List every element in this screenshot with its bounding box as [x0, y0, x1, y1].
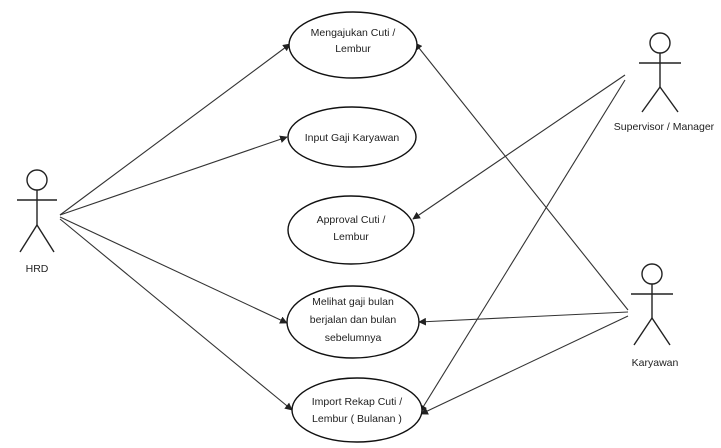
use-case-import-rekap: Import Rekap Cuti / Lembur ( Bulanan )	[291, 377, 423, 443]
use-case-label: Import Rekap Cuti /	[312, 396, 403, 408]
use-case-label: Approval Cuti /	[317, 214, 386, 226]
use-case-label: sebelumnya	[325, 332, 382, 344]
actor-hrd: HRD	[17, 169, 57, 275]
assoc-karyawan-mengajukan	[414, 42, 629, 311]
use-case-label: Lembur	[335, 43, 371, 55]
assoc-karyawan-import	[420, 315, 629, 415]
assoc-hrd-input-gaji	[59, 135, 288, 216]
assoc-supervisor-approval	[412, 74, 626, 220]
actor-supervisor-manager: Supervisor / Manager	[614, 32, 715, 133]
associations	[59, 42, 629, 415]
actor-label: HRD	[26, 263, 49, 275]
use-case-approval-cuti: Approval Cuti / Lembur	[287, 195, 415, 265]
use-case-label: Lembur ( Bulanan )	[312, 413, 402, 425]
assoc-hrd-mengajukan	[59, 43, 291, 216]
stick-figure-icon	[17, 169, 57, 253]
assoc-hrd-melihat-gaji	[59, 216, 288, 324]
use-case-label: Melihat gaji bulan	[312, 296, 394, 308]
use-case-ellipse	[291, 377, 423, 443]
actor-karyawan: Karyawan	[631, 263, 679, 369]
use-case-label: berjalan dan bulan	[310, 314, 397, 326]
assoc-karyawan-melihat	[418, 311, 629, 326]
actor-label: Karyawan	[632, 357, 679, 369]
use-case-label: Lembur	[333, 231, 369, 243]
stick-figure-icon	[631, 263, 673, 346]
use-case-ellipse	[288, 11, 418, 79]
use-case-label: Input Gaji Karyawan	[305, 132, 400, 144]
use-case-ellipse	[287, 195, 415, 265]
actor-label: Supervisor / Manager	[614, 121, 715, 133]
assoc-hrd-import-rekap	[59, 218, 293, 411]
use-case-melihat-gaji: Melihat gaji bulan berjalan dan bulan se…	[286, 285, 420, 359]
use-case-ellipse	[286, 285, 420, 359]
use-case-label: Mengajukan Cuti /	[311, 27, 396, 39]
stick-figure-icon	[639, 32, 681, 113]
assoc-supervisor-import	[419, 79, 626, 413]
use-case-input-gaji: Input Gaji Karyawan	[287, 106, 417, 168]
use-case-ellipse	[287, 106, 417, 168]
use-case-mengajukan-cuti: Mengajukan Cuti / Lembur	[288, 11, 418, 79]
